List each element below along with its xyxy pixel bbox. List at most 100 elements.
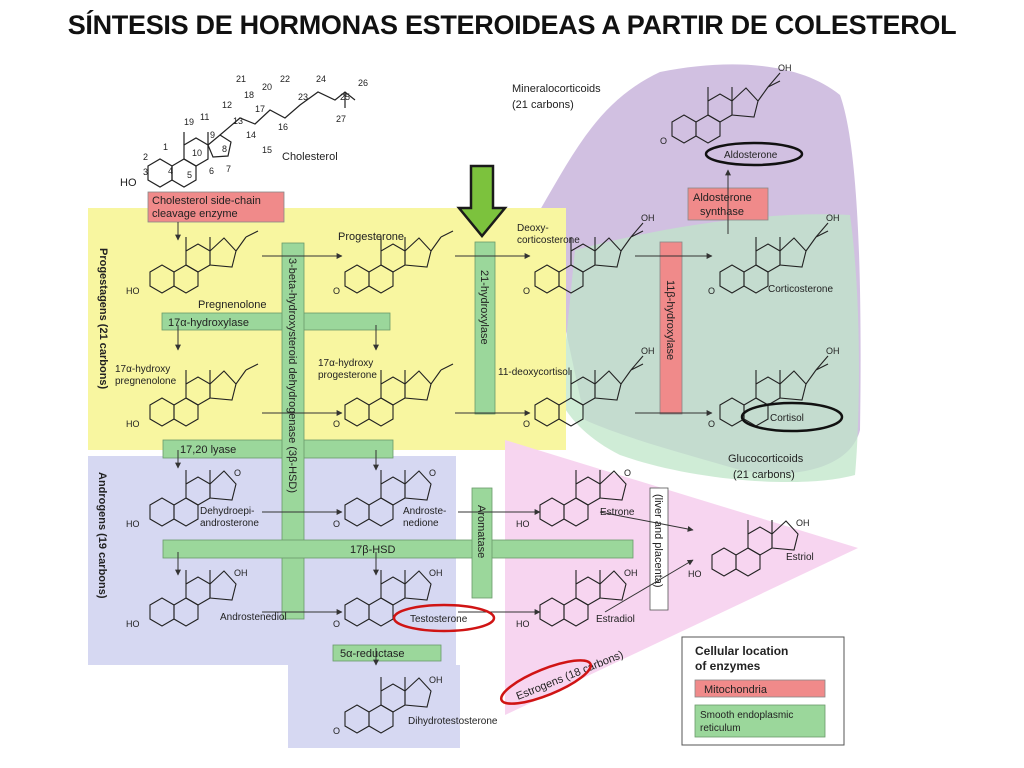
mineralocorticoids-sublabel: (21 carbons)	[512, 99, 574, 111]
progesterone-name: Progesterone	[338, 231, 404, 243]
androstenedione-d-ring-label: O	[429, 468, 436, 478]
side-chain-cleavage-box	[147, 191, 285, 223]
5a-reductase-box	[332, 644, 442, 662]
deoxycortisol-a-ring-label: O	[523, 419, 530, 429]
hydroxyprogesterone-a-ring-label: O	[333, 419, 340, 429]
aldosterone-a-ring-label: O	[660, 136, 667, 146]
hydroxypregnenolone-name-2: pregnenolone	[115, 376, 177, 387]
hydroxypregnenolone-a-ring-label: HO	[126, 419, 140, 429]
hydroxypregnenolone-ring-d	[209, 370, 237, 401]
cortisol-oh-label: OH	[826, 346, 840, 356]
aldosterone-ch2	[767, 72, 781, 88]
pregnenolone-side-chain	[235, 236, 247, 252]
aromatase-label: Aromatase	[475, 505, 487, 558]
estrone-ring-d	[599, 470, 627, 501]
c2: 2	[143, 152, 148, 162]
deoxycorticosterone-name-2: corticosterone	[517, 235, 580, 246]
11b-hydroxylase-label: 11β-hydroxylase	[664, 280, 676, 360]
cholesterol-ho-label: HO	[120, 177, 137, 189]
testosterone-highlight-ring	[392, 603, 496, 633]
estradiol-ring-d	[599, 570, 627, 601]
hydroxyprogesterone-ring-d	[404, 370, 432, 401]
testosterone-name: Testosterone	[410, 614, 468, 625]
c14: 14	[246, 130, 256, 140]
legend-er-label-1: Smooth endoplasmic	[700, 710, 793, 721]
corticosterone-oh-label: OH	[826, 213, 840, 223]
deoxycortisol-name: 11-deoxycortisol	[498, 367, 570, 378]
c9: 9	[210, 130, 215, 140]
deoxycorticosterone-oh-label: OH	[641, 213, 655, 223]
corticosterone-ch2	[815, 222, 829, 238]
estradiol-name: Estradiol	[596, 614, 635, 625]
deoxycorticosterone-carbonyl	[630, 230, 644, 238]
c16: 16	[278, 122, 288, 132]
androstenediol-ring-d	[209, 570, 237, 601]
dhea-name-1: Dehydroepi-	[200, 506, 254, 517]
deoxycortisol-oh-label: OH	[641, 346, 655, 356]
aldosterone-ring-d	[731, 87, 759, 118]
c7: 7	[226, 164, 231, 174]
aldosterone-name: Aldosterone	[724, 150, 778, 161]
estrogens-region	[505, 440, 858, 715]
androgens-label: Androgens (19 carbons)	[96, 472, 108, 599]
c8: 8	[222, 144, 227, 154]
dht-d-ring-label: OH	[429, 675, 443, 685]
deoxycorticosterone-a-ring-label: O	[523, 286, 530, 296]
c18: 18	[244, 90, 254, 100]
21-hydroxylase-box	[474, 241, 496, 415]
c11: 11	[200, 112, 209, 122]
deoxycorticosterone-name-1: Deoxy-	[517, 223, 549, 234]
testosterone-ring-d	[404, 570, 432, 601]
progesterone-ring-d	[404, 237, 432, 268]
aldosterone-synthase-label-1: Aldosterone	[693, 192, 752, 204]
cortisol-highlight-ring	[740, 401, 844, 433]
deoxycortisol-ring-d	[594, 370, 622, 401]
legend-mitochondria-swatch	[694, 679, 826, 698]
progesterone-side-chain	[430, 236, 442, 252]
progestagens-label: Progestagens (21 carbons)	[97, 248, 109, 390]
dhea-d-ring-label: O	[234, 468, 241, 478]
hydroxypregnenolone-side-chain	[235, 369, 247, 385]
corticosterone-side-chain	[805, 236, 817, 252]
cholesterol-name: Cholesterol	[282, 151, 338, 163]
estriol-d-ring-label: OH	[796, 518, 810, 528]
cortisol-side-chain	[805, 369, 817, 385]
17a-hydroxylase-label: 17α-hydroxylase	[168, 317, 249, 329]
legend-title-2: of enzymes	[695, 659, 761, 673]
17-20-lyase-box	[162, 439, 394, 459]
21-hydroxylase-label: 21-hydroxylase	[478, 270, 490, 345]
hydroxyprogesterone-side-chain	[430, 369, 442, 385]
estrone-d-ring-label: O	[624, 468, 631, 478]
progesterone-a-ring-label: O	[333, 286, 340, 296]
corticosterone-carbonyl	[815, 230, 829, 238]
aldosterone-oh-label: OH	[778, 63, 792, 73]
cholesterol-carbon-numbers: 1 2 3 4 5 6 7 8 9 10 11 12 13 14 15 16 1…	[143, 74, 368, 180]
estradiol-d-ring-label: OH	[624, 568, 638, 578]
dht-a-ring-label: O	[333, 726, 340, 736]
aldosterone-side-chain	[757, 86, 769, 102]
c5: 5	[187, 170, 192, 180]
androstenedione-a-ring-label: O	[333, 519, 340, 529]
corticosterone-a-ring-label: O	[708, 286, 715, 296]
page-title: SÍNTESIS DE HORMONAS ESTEROIDEAS A PARTI…	[67, 10, 957, 40]
cortisol-name: Cortisol	[770, 413, 804, 424]
cortisol-carbonyl	[815, 363, 829, 371]
c4: 4	[168, 166, 173, 176]
androstenedione-name-1: Androste-	[403, 506, 446, 517]
pathway-arrows	[175, 169, 731, 666]
c6: 6	[209, 166, 214, 176]
c10: 10	[192, 148, 202, 158]
androstenediol-a-ring-label: HO	[126, 619, 140, 629]
estrogens-highlight-ring	[499, 659, 593, 705]
legend-er-label-2: reticulum	[700, 723, 741, 734]
3b-hsd-label: 3-beta-hydroxysteroid dehydrogenase (3β-…	[286, 258, 298, 493]
c27: 27	[336, 114, 346, 124]
c13: 13	[233, 116, 243, 126]
androstenediol-name: Androstenediol	[220, 612, 287, 623]
legend-er-swatch	[694, 704, 826, 738]
c3: 3	[143, 167, 148, 177]
glucocorticoids-label: Glucocorticoids	[728, 453, 804, 465]
dhea-a-ring-label: HO	[126, 519, 140, 529]
